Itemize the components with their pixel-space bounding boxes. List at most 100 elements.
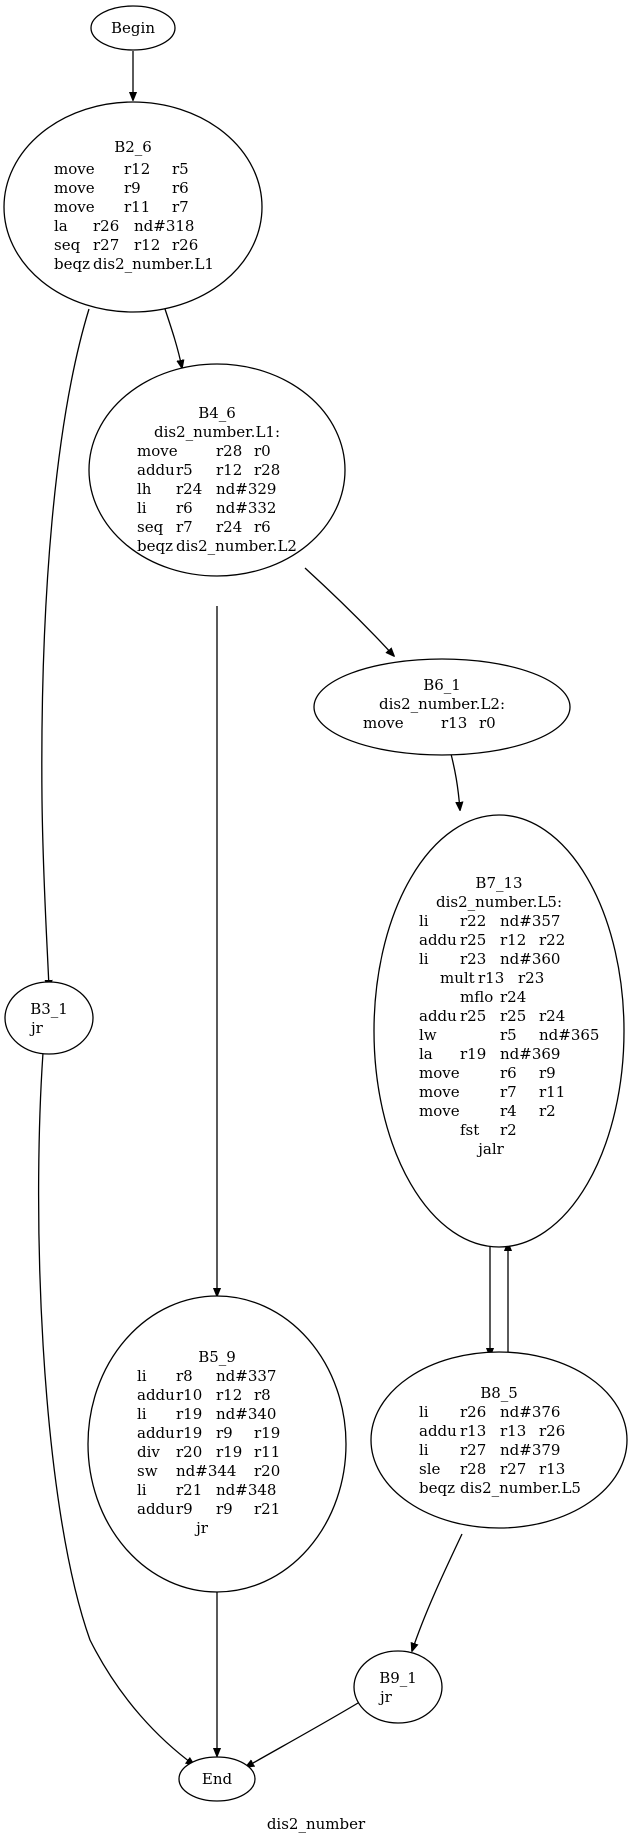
instr-arg: r8 — [254, 1386, 271, 1404]
edges — [37, 51, 508, 1767]
instr-op: move — [363, 714, 404, 732]
instr-arg: r9 — [216, 1500, 233, 1518]
node-b9_1: B9_1 jr — [353, 1650, 443, 1724]
instr-op: jr — [194, 1519, 209, 1537]
node-title: B3_1 — [30, 1000, 68, 1018]
instr-arg: r20 — [176, 1443, 202, 1461]
instr-arg: r7 — [500, 1083, 517, 1101]
instr-arg: r4 — [500, 1102, 517, 1120]
instr-arg: r0 — [254, 442, 271, 460]
instr-arg: r25 — [460, 931, 486, 949]
instr-arg: r6 — [172, 179, 189, 197]
instr-arg: nd#337 — [216, 1367, 276, 1385]
instr-op: addu — [137, 1500, 175, 1518]
instr-op: addu — [137, 1386, 175, 1404]
block-label: dis2_number.L2: — [379, 695, 505, 713]
instr-arg: nd#365 — [539, 1026, 599, 1044]
node-b3_1: B3_1 jr — [4, 981, 94, 1055]
instr-op: move — [419, 1064, 460, 1082]
instr-arg: r13 — [539, 1460, 565, 1478]
instr-arg: nd#369 — [500, 1045, 560, 1063]
instr-arg: nd#357 — [500, 912, 560, 930]
instr-arg: r22 — [460, 912, 486, 930]
instr-op: addu — [419, 931, 457, 949]
instr-op: addu — [137, 461, 175, 479]
instr-arg: r28 — [216, 442, 242, 460]
edge-b2_6-to-b3_1 — [41, 308, 90, 988]
instr-op: beqz — [54, 255, 90, 273]
instr-arg: r11 — [124, 198, 150, 216]
instr-op: fst — [460, 1121, 479, 1139]
instr-arg: nd#348 — [216, 1481, 276, 1499]
instr-arg: r23 — [460, 950, 486, 968]
instr-arg: r5 — [500, 1026, 517, 1044]
instr-arg: r8 — [176, 1367, 193, 1385]
instr-op: la — [54, 217, 68, 235]
instr-op: mflo — [460, 988, 493, 1006]
instr-op: move — [54, 179, 95, 197]
node-title: B6_1 — [423, 676, 461, 694]
instr-arg: r26 — [539, 1422, 565, 1440]
node-begin: Begin — [90, 5, 176, 51]
instr-op: jr — [29, 1019, 44, 1037]
node-title: Begin — [111, 19, 155, 37]
instr-arg: nd#376 — [500, 1403, 560, 1421]
edge-b3_1-to-end — [37, 1026, 194, 1765]
instr-arg: r5 — [172, 160, 189, 178]
instr-arg: r26 — [172, 236, 198, 254]
instr-arg: r21 — [176, 1481, 202, 1499]
instr-arg: r9 — [176, 1500, 193, 1518]
instr-arg: r19 — [460, 1045, 486, 1063]
instr-op: jalr — [476, 1140, 504, 1158]
instr-op: beqz — [137, 537, 173, 555]
instr-arg: r24 — [539, 1007, 565, 1025]
instr-arg: r19 — [176, 1424, 202, 1442]
instr-arg: r9 — [124, 179, 141, 197]
instr-arg: r28 — [254, 461, 280, 479]
instr-arg: r6 — [176, 499, 193, 517]
instr-arg: r2 — [500, 1121, 517, 1139]
instr-arg: r0 — [479, 714, 496, 732]
instr-arg: nd#379 — [500, 1441, 560, 1459]
instr-arg: r22 — [539, 931, 565, 949]
instr-op: addu — [419, 1422, 457, 1440]
instr-arg: r13 — [478, 969, 504, 987]
edge-b8_5-to-b9_1 — [412, 1533, 463, 1651]
node-title: B9_1 — [379, 1669, 417, 1687]
instr-arg: nd#340 — [216, 1405, 276, 1423]
graph-caption: dis2_number — [267, 1815, 366, 1833]
instr-arg: r28 — [460, 1460, 486, 1478]
instr-arg: r19 — [254, 1424, 280, 1442]
instr-op: addu — [137, 1424, 175, 1442]
node-title: End — [202, 1770, 233, 1788]
instr-op: sle — [419, 1460, 440, 1478]
instr-arg: r13 — [500, 1422, 526, 1440]
instr-arg: r27 — [93, 236, 119, 254]
node-b6_1: B6_1 dis2_number.L2: move r13 r0 — [313, 658, 571, 756]
instr-op: li — [419, 1403, 429, 1421]
instr-arg: r5 — [176, 461, 193, 479]
instr-op: jr — [378, 1688, 393, 1706]
instr-op: li — [419, 950, 429, 968]
instr-op: move — [54, 160, 95, 178]
instr-op: mult — [440, 969, 475, 987]
instr-op: lh — [137, 480, 152, 498]
instr-op: move — [54, 198, 95, 216]
node-b8_5: B8_5 li r26 nd#376 addu r13 r13 r26 li r… — [370, 1351, 628, 1529]
instr-arg: r10 — [176, 1386, 202, 1404]
instr-arg: r9 — [539, 1064, 556, 1082]
instr-arg: r12 — [134, 236, 160, 254]
node-title: B5_9 — [198, 1348, 236, 1366]
instr-op: beqz — [419, 1479, 455, 1497]
instr-arg: r9 — [216, 1424, 233, 1442]
instr-op: li — [137, 1405, 147, 1423]
instr-arg: r25 — [500, 1007, 526, 1025]
block-label: dis2_number.L1: — [154, 423, 280, 441]
instr-arg: r23 — [518, 969, 544, 987]
instr-op: seq — [54, 236, 81, 254]
instr-arg: r12 — [216, 1386, 242, 1404]
instr-op: li — [137, 499, 147, 517]
instr-op: addu — [419, 1007, 457, 1025]
instr-arg: dis2_number.L1 — [93, 255, 214, 273]
instr-arg: nd#360 — [500, 950, 560, 968]
